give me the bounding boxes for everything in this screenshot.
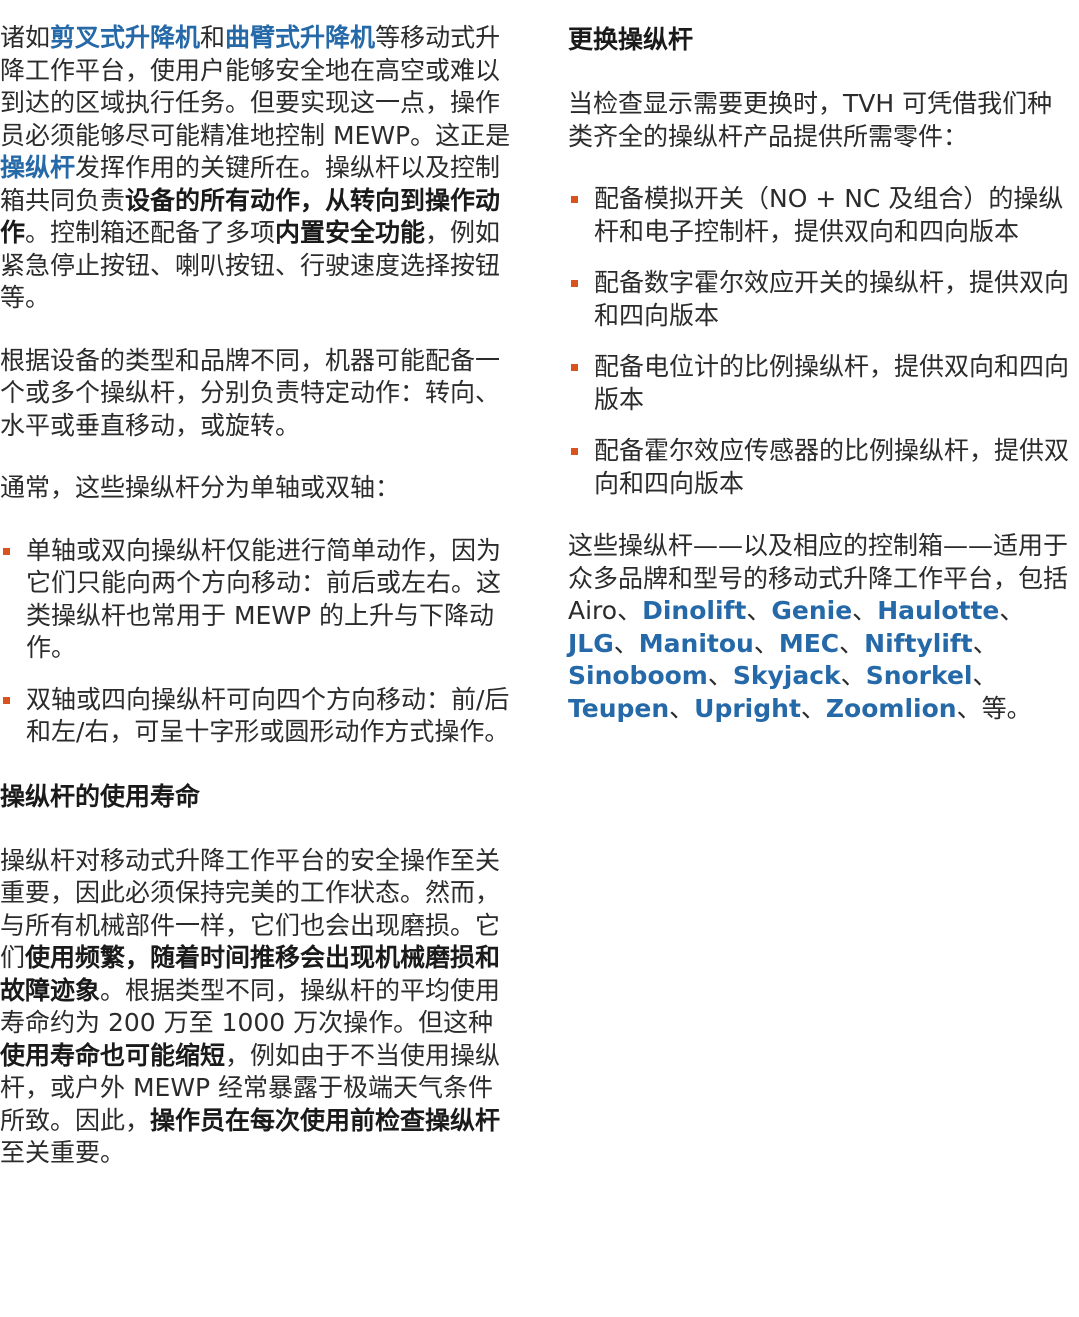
brand-separator: 、 [852,596,878,625]
brand-name: Haulotte [877,596,1000,625]
text-run: 。控制箱还配备了多项 [25,218,276,247]
brand-separator: 、 [800,693,826,723]
brand-name: Sinoboom [568,661,708,690]
brand-separator: 、 [840,661,866,690]
section-heading-lifespan: 操纵杆的使用寿命 [0,781,201,811]
bullet-icon [571,196,578,203]
list-item-text: 双轴或四向操纵杆可向四个方向移动：前/后和左/右，可呈十字形或圆形动作方式操作。 [26,684,510,747]
brand-name: Manitou [638,628,754,658]
left-column: 诸如剪叉式升降机和曲臂式升降机等移动式升降工作平台，使用户能够安全地在高空或难以… [0,22,515,1170]
brand-list: Dinolift、Genie、Haulotte、JLG、Manitou、MEC、… [568,596,1024,723]
list-item: 配备电位计的比例操纵杆，提供双向和四向版本 [568,351,1077,416]
bullet-icon [3,547,10,555]
brand-name: Snorkel [865,661,973,690]
text-run: ，例如紧急停止按钮、喇叭按钮、行驶速度选择按钮等。 [0,218,501,312]
scissor-lift-term: 剪叉式升降机 [50,23,201,52]
text-run: 等。 [981,693,1032,723]
brand-separator: 、 [669,693,695,723]
emphasis-text: 使用寿命也可能缩短 [0,1040,226,1070]
lifespan-paragraph: 操纵杆对移动式升降工作平台的安全操作至关重要，因此必须保持完美的工作状态。然而，… [0,845,515,1170]
brands-paragraph: 这些操纵杆——以及相应的控制箱——适用于众多品牌和型号的移动式升降工作平台，包括… [568,530,1077,725]
emphasis-text: 操作员在每次使用前检查操纵杆 [150,1105,501,1135]
brand-separator: 、 [956,693,982,723]
list-item-text: 配备霍尔效应传感器的比例操纵杆，提供双向和四向版本 [594,436,1070,498]
list-item-text: 配备模拟开关（NO + NC 及组合）的操纵杆和电子控制杆，提供双向和四向版本 [594,184,1064,246]
list-item: 配备霍尔效应传感器的比例操纵杆，提供双向和四向版本 [568,435,1077,500]
bullet-icon [3,696,10,704]
text-run: 这些操纵杆——以及相应的控制箱——适用于众多品牌和型号的移动式升降工作平台，包括… [568,531,1069,625]
text-run: 发挥作用的关键所在。操纵杆以及控制箱共同负责 [0,153,501,215]
brand-name: JLG [568,628,614,658]
axis-intro-paragraph: 通常，这些操纵杆分为单轴或双轴： [0,473,401,502]
list-item: 配备数字霍尔效应开关的操纵杆，提供双向和四向版本 [568,267,1077,332]
brand-name: Upright [694,693,801,723]
product-list: 配备模拟开关（NO + NC 及组合）的操纵杆和电子控制杆，提供双向和四向版本 … [568,183,1077,500]
types-paragraph: 根据设备的类型和品牌不同，机器可能配备一个或多个操纵杆，分别负责特定动作：转向、… [0,345,501,440]
brand-name: Niftylift [864,628,973,658]
list-item-text: 配备数字霍尔效应开关的操纵杆，提供双向和四向版本 [594,268,1070,330]
brand-separator: 、 [839,628,865,658]
list-item: 单轴或双向操纵杆仅能进行简单动作，因为它们只能向两个方向移动：前后或左右。这类操… [0,535,515,665]
bullet-icon [571,280,578,287]
brand-separator: 、 [972,628,998,658]
text-run: ，例如由于不当使用操纵杆，或户外 MEWP 经常暴露于极端天气条件所致。因此， [0,1040,501,1135]
bullet-icon [571,364,578,371]
brand-separator: 、 [999,596,1025,625]
text-run: 操纵杆对移动式升降工作平台的安全操作至关重要，因此必须保持完美的工作状态。然而，… [0,845,501,973]
list-item-text: 配备电位计的比例操纵杆，提供双向和四向版本 [594,352,1070,414]
emphasis-text: 设备的所有动作，从转向到操作动作 [0,185,501,248]
boom-lift-term: 曲臂式升降机 [225,23,376,52]
axis-list: 单轴或双向操纵杆仅能进行简单动作，因为它们只能向两个方向移动：前后或左右。这类操… [0,535,515,749]
text-run: 。根据类型不同，操纵杆的平均使用寿命约为 200 万至 1000 万次操作。但这… [0,975,501,1038]
section-heading-replacement: 更换操纵杆 [568,25,694,54]
list-item: 双轴或四向操纵杆可向四个方向移动：前/后和左/右，可呈十字形或圆形动作方式操作。 [0,684,515,749]
emphasis-text: 使用频繁，随着时间推移会出现机械磨损和故障迹象 [0,943,501,1005]
text-run: 诸如 [0,23,51,52]
text-run: 至关重要。 [0,1138,126,1167]
brand-name: Skyjack [732,661,841,690]
brand-separator: 、 [753,628,779,658]
brand-name: Dinolift [642,596,747,625]
intro-paragraph: 诸如剪叉式升降机和曲臂式升降机等移动式升降工作平台，使用户能够安全地在高空或难以… [0,22,515,315]
list-item: 配备模拟开关（NO + NC 及组合）的操纵杆和电子控制杆，提供双向和四向版本 [568,183,1077,248]
brand-name: Genie [771,596,853,625]
emphasis-text: 内置安全功能 [275,218,426,247]
text-run: 和 [200,23,226,52]
bullet-icon [571,448,578,455]
list-item-text: 单轴或双向操纵杆仅能进行简单动作，因为它们只能向两个方向移动：前后或左右。这类操… [26,535,502,663]
text-run: 等移动式升降工作平台，使用户能够安全地在高空或难以到达的区域执行任务。但要实现这… [0,23,511,150]
brand-separator: 、 [972,661,998,690]
joystick-term: 操纵杆 [0,153,76,182]
brand-separator: 、 [707,661,733,690]
brand-name: Teupen [568,693,670,723]
brand-name: Zoomlion [825,693,957,723]
right-column: 更换操纵杆 当检查显示需要更换时，TVH 可凭借我们种类齐全的操纵杆产品提供所需… [568,22,1077,725]
brand-separator: 、 [613,628,639,658]
brand-name: MEC [778,628,840,658]
brand-separator: 、 [746,596,772,625]
replacement-intro-paragraph: 当检查显示需要更换时，TVH 可凭借我们种类齐全的操纵杆产品提供所需零件： [568,89,1053,151]
